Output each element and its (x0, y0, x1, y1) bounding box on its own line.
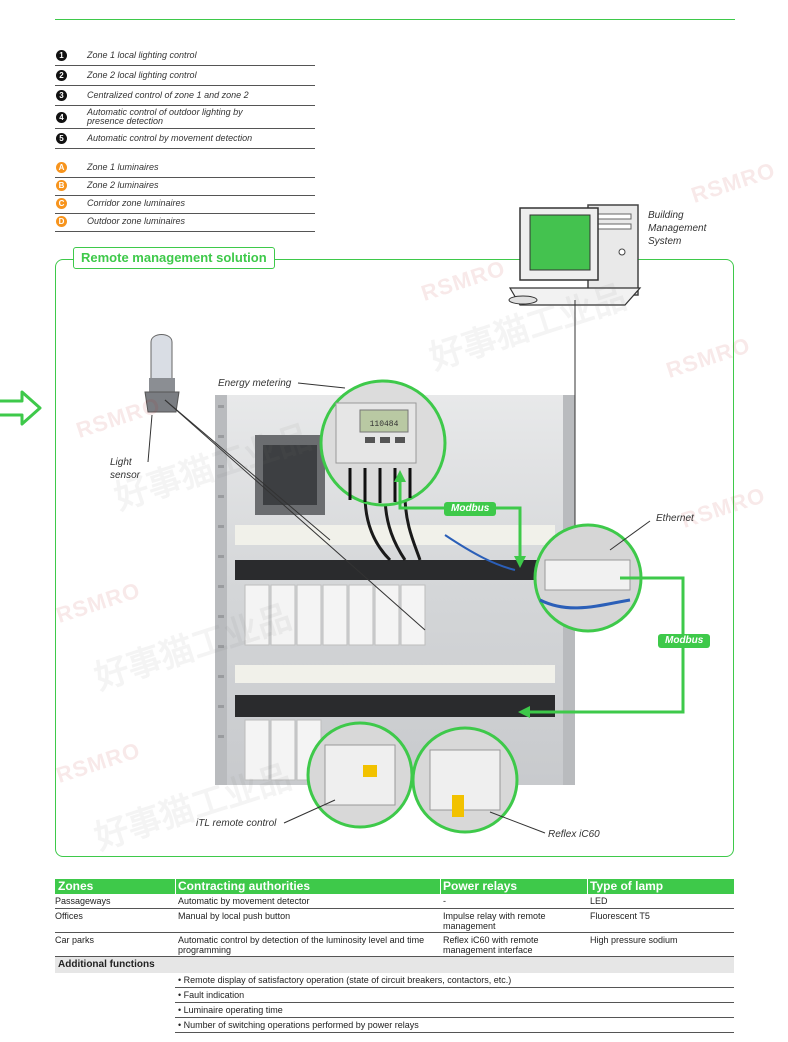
arrow-right-icon (0, 390, 42, 426)
meter-display: 110484 (370, 420, 399, 429)
legend-text: Zone 2 local lighting control (87, 70, 197, 80)
legend-item: 1 Zone 1 local lighting control (55, 46, 315, 66)
table-cell: Automatic by movement detector (178, 896, 310, 906)
table-cell: Car parks (55, 935, 95, 945)
table-cell: Manual by local push button (178, 911, 291, 921)
list-item: • Luminaire operating time (175, 1003, 734, 1018)
legend-text: Zone 1 local lighting control (87, 50, 197, 60)
legend-item: A Zone 1 luminaires (55, 160, 315, 178)
energy-metering-label: Energy metering (218, 378, 292, 389)
list-item: • Number of switching operations perform… (175, 1018, 734, 1033)
bms-label: Building Management System (648, 209, 706, 248)
legend-item: 4 Automatic control of outdoor lighting b… (55, 106, 315, 129)
table-row: Offices Manual by local push button Impu… (55, 909, 734, 933)
legend-text: Corridor zone luminaires (87, 198, 186, 208)
list-item: • Remote display of satisfactory operati… (175, 973, 734, 988)
list-item: • Fault indication (175, 988, 734, 1003)
legend-marker: 5 (56, 133, 67, 144)
column-header: Power relays (443, 879, 518, 893)
computer-icon (508, 204, 642, 306)
bms-label-line: System (648, 236, 682, 247)
light-sensor-label: Light sensor (110, 456, 140, 482)
list-item-text: • Luminaire operating time (178, 1005, 283, 1015)
table-cell: Automatic control by detection of the lu… (178, 935, 425, 955)
legend-item: 3 Centralized control of zone 1 and zone … (55, 86, 315, 106)
itl-label: iTL remote control (196, 818, 277, 829)
legend-text: Automatic control of outdoor lighting by… (87, 107, 243, 126)
legend-marker: D (56, 216, 67, 227)
table-row: Passageways Automatic by movement detect… (55, 894, 734, 909)
table-cell: Offices (55, 911, 83, 921)
list-item-text: • Remote display of satisfactory operati… (178, 975, 512, 985)
legend-item: 5 Automatic control by movement detection (55, 129, 315, 149)
legend-marker: 2 (56, 70, 67, 81)
zones-table: Zones Contracting authorities Power rela… (55, 879, 734, 1033)
table-row: Car parks Automatic control by detection… (55, 933, 734, 957)
legend-marker: B (56, 180, 67, 191)
remote-management-frame (55, 259, 734, 857)
legend-text: Zone 1 luminaires (87, 162, 159, 172)
top-rule (55, 19, 735, 20)
legend-marker: 4 (56, 112, 67, 123)
legend-controls: 1 Zone 1 local lighting control 2 Zone 2 l… (55, 46, 315, 149)
column-header: Type of lamp (590, 879, 664, 893)
legend-item: 2 Zone 2 local lighting control (55, 66, 315, 86)
legend-marker: 3 (56, 90, 67, 101)
legend-text: Automatic control by movement detection (87, 133, 253, 143)
section-title: Remote management solution (73, 247, 275, 269)
legend-item: C Corridor zone luminaires (55, 196, 315, 214)
legend-marker: 1 (56, 50, 67, 61)
modbus-badge: Modbus (444, 502, 497, 516)
light-sensor-label-line: sensor (110, 470, 141, 481)
bms-label-line: Building (648, 210, 684, 221)
table-cell: Impulse relay with remote management (443, 911, 546, 931)
list-item-text: • Number of switching operations perform… (178, 1020, 419, 1030)
table-cell: Passageways (55, 896, 111, 906)
additional-functions-header: Additional functions (55, 957, 734, 973)
legend-text: Centralized control of zone 1 and zone 2 (87, 90, 249, 100)
column-header: Zones (58, 879, 94, 893)
table-cell: LED (590, 896, 608, 906)
list-item-text: • Fault indication (178, 990, 245, 1000)
legend-marker: A (56, 162, 67, 173)
bms-label-line: Management (648, 223, 707, 234)
legend-text: Outdoor zone luminaires (87, 216, 186, 226)
legend-text: Zone 2 luminaires (87, 180, 159, 190)
table-header: Zones Contracting authorities Power rela… (55, 879, 734, 894)
ethernet-label: Ethernet (656, 513, 694, 524)
light-sensor-icon (144, 334, 180, 413)
legend-marker: C (56, 198, 67, 209)
reflex-label: Reflex iC60 (548, 829, 600, 840)
legend-item: D Outdoor zone luminaires (55, 214, 315, 232)
table-cell: Fluorescent T5 (590, 911, 650, 921)
modbus-badge: Modbus (658, 634, 711, 648)
table-cell: - (443, 896, 446, 906)
table-cell: Reflex iC60 with remote management inter… (443, 935, 539, 955)
column-header: Contracting authorities (178, 879, 311, 893)
table-cell: High pressure sodium (590, 935, 678, 945)
legend-item: B Zone 2 luminaires (55, 178, 315, 196)
light-sensor-label-line: Light (110, 457, 132, 468)
